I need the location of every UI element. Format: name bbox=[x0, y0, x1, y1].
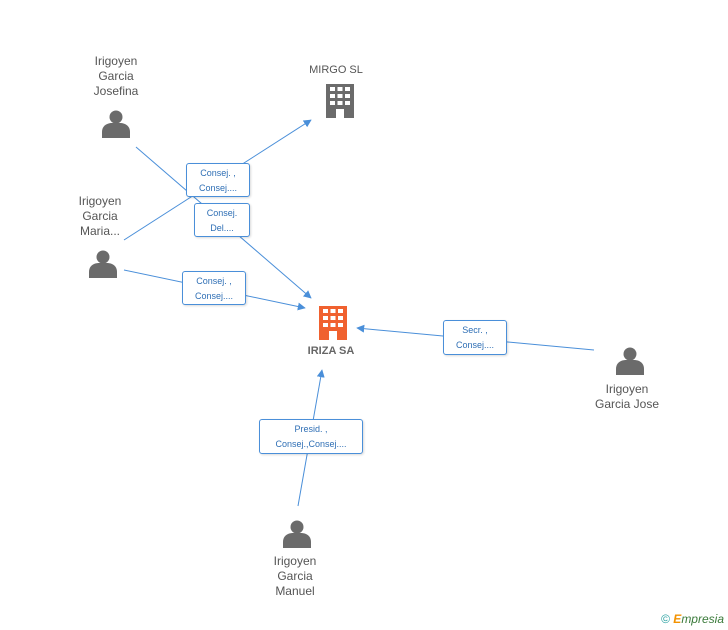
name-line: Maria... bbox=[79, 224, 120, 238]
name-line: Irigoyen bbox=[273, 554, 317, 568]
person-label-manuel[interactable]: Irigoyen Garcia Manuel bbox=[245, 554, 345, 599]
person-icon[interactable] bbox=[283, 520, 311, 549]
relation-text: Del.... bbox=[210, 223, 234, 233]
person-label-josefina[interactable]: Irigoyen Garcia Josefina bbox=[66, 54, 166, 99]
relation-text: Consej.... bbox=[198, 183, 238, 193]
person-icon[interactable] bbox=[102, 110, 130, 139]
building-icon[interactable] bbox=[326, 84, 354, 118]
building-icon[interactable] bbox=[319, 306, 347, 340]
name-line: Irigoyen bbox=[78, 194, 122, 208]
name-line: Garcia Jose bbox=[594, 397, 660, 411]
name-line: Irigoyen bbox=[605, 382, 649, 396]
name-line: Josefina bbox=[93, 84, 139, 98]
name-line: Garcia bbox=[98, 69, 134, 83]
relation-text: Consej.... bbox=[194, 291, 234, 301]
company-label-iriza[interactable]: IRIZA SA bbox=[307, 345, 355, 357]
relation-text: Consej. , bbox=[200, 168, 236, 178]
name-line: Irigoyen bbox=[94, 54, 138, 68]
brand-name: Empresia bbox=[673, 612, 724, 626]
relation-box-josefina-iriza[interactable]: Consej. Del.... bbox=[194, 203, 250, 237]
company-label-mirgo[interactable]: MIRGO SL bbox=[309, 64, 363, 76]
person-label-maria[interactable]: Irigoyen Garcia Maria... bbox=[50, 194, 150, 239]
name-line: Manuel bbox=[275, 584, 315, 598]
brand-rest: mpresia bbox=[681, 612, 724, 626]
name-line: Garcia bbox=[277, 569, 313, 583]
relation-box-jose-iriza[interactable]: Secr. , Consej.... bbox=[443, 320, 507, 355]
relation-box-maria-mirgo[interactable]: Consej. , Consej.... bbox=[186, 163, 250, 197]
relation-box-manuel-iriza[interactable]: Presid. , Consej.,Consej.... bbox=[259, 419, 363, 454]
relation-text: Consej.,Consej.... bbox=[275, 439, 347, 449]
person-icon[interactable] bbox=[616, 347, 644, 376]
brand-initial: E bbox=[673, 612, 682, 626]
name-line: Garcia bbox=[82, 209, 118, 223]
person-icon[interactable] bbox=[89, 250, 117, 279]
copyright-icon: © bbox=[661, 612, 670, 626]
relation-text: Consej. , bbox=[196, 276, 232, 286]
empresia-logo: © Empresia bbox=[661, 612, 724, 626]
relation-text: Secr. , bbox=[462, 325, 488, 335]
relation-text: Consej.... bbox=[455, 340, 495, 350]
relation-text: Consej. bbox=[206, 208, 238, 218]
relation-text: Presid. , bbox=[294, 424, 328, 434]
relation-box-maria-iriza[interactable]: Consej. , Consej.... bbox=[182, 271, 246, 305]
person-label-jose[interactable]: Irigoyen Garcia Jose bbox=[577, 382, 677, 412]
